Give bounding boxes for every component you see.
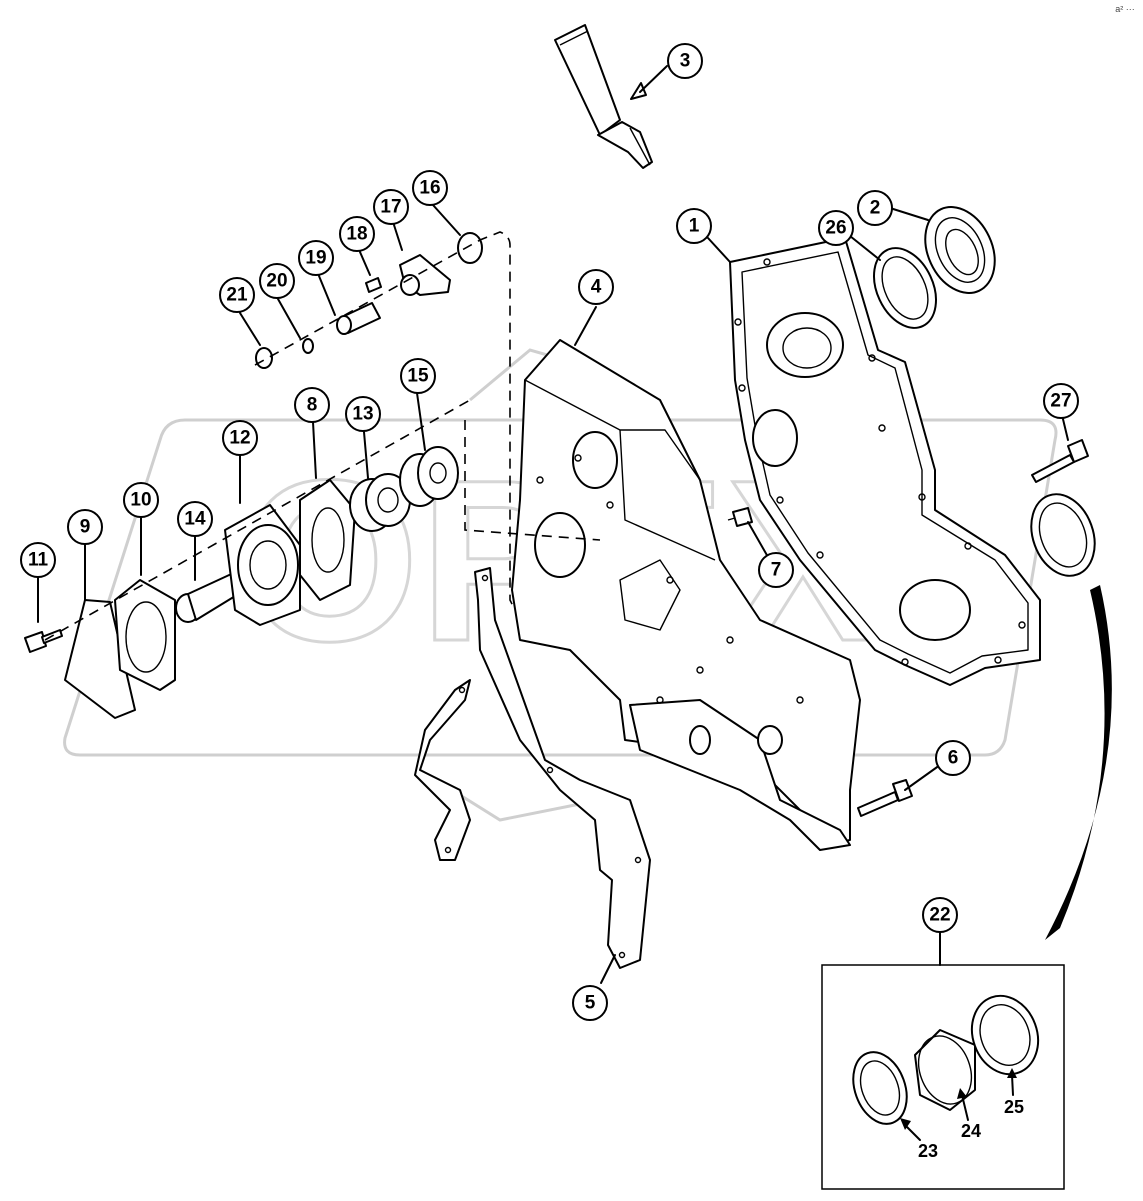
oil-seal-ring <box>873 247 937 329</box>
svg-text:15: 15 <box>407 366 429 387</box>
cap-screw-27 <box>1031 439 1089 483</box>
callout-7: 7 <box>758 552 794 588</box>
callout-4: 4 <box>578 269 614 305</box>
callout-5: 5 <box>572 985 608 1021</box>
fitting-19 <box>336 302 381 335</box>
svg-text:5: 5 <box>585 993 596 1014</box>
kit-box-22 <box>821 964 1065 1190</box>
svg-text:6: 6 <box>948 748 959 769</box>
gear-15 <box>399 446 459 507</box>
front-seal <box>924 206 996 294</box>
callout-11: 11 <box>20 542 56 578</box>
callout-13: 13 <box>345 396 381 432</box>
svg-text:4: 4 <box>591 277 602 298</box>
callout-10: 10 <box>123 482 159 518</box>
svg-text:3: 3 <box>680 51 691 72</box>
svg-text:19: 19 <box>305 248 326 269</box>
callout-9: 9 <box>67 509 103 545</box>
o-ring-16 <box>457 232 483 264</box>
callout-19: 19 <box>298 240 334 276</box>
kit-sleeve-24 <box>914 1029 976 1111</box>
sealant-tube <box>554 24 653 169</box>
bolt-11 <box>24 629 63 653</box>
svg-text:16: 16 <box>419 178 440 199</box>
cap-screw-6 <box>857 779 913 817</box>
seal-leader-curve <box>1045 585 1112 940</box>
gasket-10 <box>114 579 176 691</box>
svg-text:10: 10 <box>130 490 151 511</box>
kit-label-24: 24 <box>961 1121 981 1141</box>
svg-text:1: 1 <box>689 216 700 237</box>
alignment-line-pump <box>44 399 471 641</box>
svg-text:11: 11 <box>28 550 49 571</box>
kit-leaders <box>900 1068 1017 1141</box>
crankshaft-seal <box>1030 493 1096 577</box>
callout-17: 17 <box>373 189 409 225</box>
callout-6: 6 <box>935 740 971 776</box>
svg-text:20: 20 <box>266 271 287 292</box>
callout-16: 16 <box>412 170 448 206</box>
callout-15: 15 <box>400 358 436 394</box>
callout-leaders <box>37 65 1069 984</box>
svg-text:18: 18 <box>346 224 367 245</box>
gear-housing <box>511 339 861 851</box>
elbow-17 <box>399 254 451 296</box>
kit-label-23: 23 <box>918 1141 938 1161</box>
alignment-line-fitting <box>254 231 516 611</box>
svg-text:13: 13 <box>352 404 373 425</box>
callout-22: 22 <box>922 897 958 933</box>
callout-26: 26 <box>818 210 854 246</box>
washer-21 <box>255 347 273 369</box>
svg-text:9: 9 <box>80 517 91 538</box>
ring-20 <box>302 338 314 354</box>
svg-text:27: 27 <box>1050 391 1071 412</box>
housing-12 <box>224 504 301 626</box>
svg-text:17: 17 <box>380 197 401 218</box>
kit-label-25: 25 <box>1004 1097 1024 1117</box>
alignment-line-gear <box>464 420 601 541</box>
callout-8: 8 <box>294 387 330 423</box>
callout-1: 1 <box>676 208 712 244</box>
kit-seal-25 <box>970 994 1040 1076</box>
svg-text:12: 12 <box>229 428 250 449</box>
svg-text:22: 22 <box>929 905 950 926</box>
svg-text:21: 21 <box>226 285 248 306</box>
bolt-18 <box>365 277 382 293</box>
callout-27: 27 <box>1043 383 1079 419</box>
bearing-13 <box>349 473 411 532</box>
callout-20: 20 <box>259 263 295 299</box>
svg-text:8: 8 <box>307 395 318 416</box>
svg-text:2: 2 <box>870 198 881 219</box>
kit-seal-23 <box>852 1051 908 1125</box>
corner-mark: a² ··· <box>1115 4 1135 14</box>
gear-cover-gasket <box>729 237 1041 686</box>
callout-12: 12 <box>222 420 258 456</box>
callout-3: 3 <box>667 43 703 79</box>
callout-2: 2 <box>857 190 893 226</box>
callout-18: 18 <box>339 216 375 252</box>
svg-text:26: 26 <box>825 218 846 239</box>
callout-21: 21 <box>219 277 255 313</box>
svg-text:7: 7 <box>771 560 782 581</box>
callout-14: 14 <box>177 501 213 537</box>
svg-text:14: 14 <box>184 509 206 530</box>
gasket-8 <box>299 479 356 601</box>
